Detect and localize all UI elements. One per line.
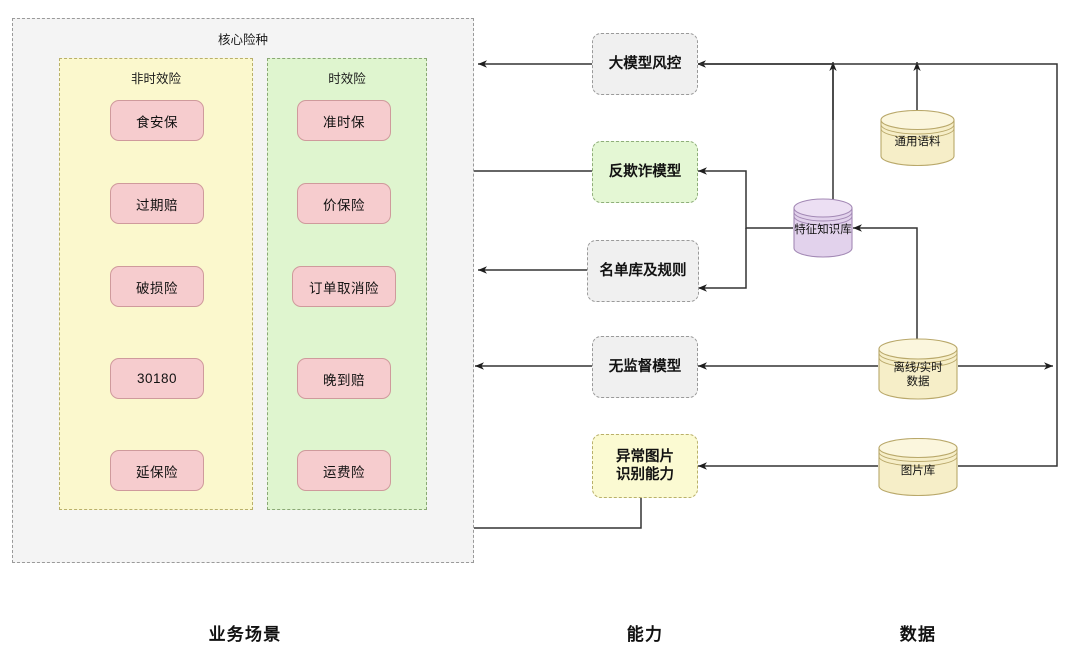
capability-box-big-model-risk-control[interactable]: 大模型风控 — [592, 33, 698, 95]
subgroup-non-timeliness-title: 非时效险 — [130, 72, 181, 86]
datastore-offline-realtime-data[interactable]: 离线/实时 数据 — [878, 338, 958, 400]
subgroup-timeliness-title: 时效险 — [328, 72, 366, 86]
capability-box-abnormal-image-recognition[interactable]: 异常图片 识别能力 — [592, 434, 698, 498]
scenario-chip-8[interactable]: 订单取消险 — [292, 266, 396, 307]
scenario-chip-2[interactable]: 过期赔 — [110, 183, 204, 224]
column-caption-data: 数据 — [899, 625, 937, 644]
scenario-chip-10[interactable]: 运费险 — [297, 450, 391, 491]
datastore-image-library[interactable]: 图片库 — [878, 437, 958, 497]
wire-featurekb-to-antifraud — [698, 167, 793, 229]
scenario-chip-4[interactable]: 30180 — [110, 358, 204, 399]
datastore-general-corpus-label: 通用语料 — [894, 136, 941, 148]
wire-offline-to-featurekb — [853, 224, 918, 340]
scenario-chip-1[interactable]: 食安保 — [110, 100, 204, 141]
capability-box-name-list-rules[interactable]: 名单库及规则 — [587, 240, 699, 302]
datastore-image-library-label: 图片库 — [900, 465, 936, 477]
column-caption-capability: 能力 — [626, 625, 664, 644]
datastore-general-corpus[interactable]: 通用语料 — [880, 109, 955, 167]
datastore-feature-knowledge-base[interactable]: 特征知识库 — [793, 198, 853, 258]
scenario-chip-5[interactable]: 延保险 — [110, 450, 204, 491]
wire-right-bus — [697, 63, 1058, 467]
scenario-chip-9[interactable]: 晚到赔 — [297, 358, 391, 399]
wire-featurekb-to-bigmodel — [697, 60, 834, 205]
datastore-feature-knowledge-base-label: 特征知识库 — [794, 224, 852, 236]
capability-box-unsupervised-model[interactable]: 无监督模型 — [592, 336, 698, 398]
scenario-chip-3[interactable]: 破损险 — [110, 266, 204, 307]
business-scenario-group-title: 核心险种 — [217, 33, 268, 47]
capability-box-anti-fraud-model[interactable]: 反欺诈模型 — [592, 141, 698, 203]
column-caption-business-scenario: 业务场景 — [208, 625, 282, 644]
datastore-offline-realtime-data-label: 离线/实时 数据 — [893, 362, 943, 388]
scenario-chip-6[interactable]: 准时保 — [297, 100, 391, 141]
wire-featurekb-to-namelist — [698, 228, 747, 292]
scenario-chip-7[interactable]: 价保险 — [297, 183, 391, 224]
